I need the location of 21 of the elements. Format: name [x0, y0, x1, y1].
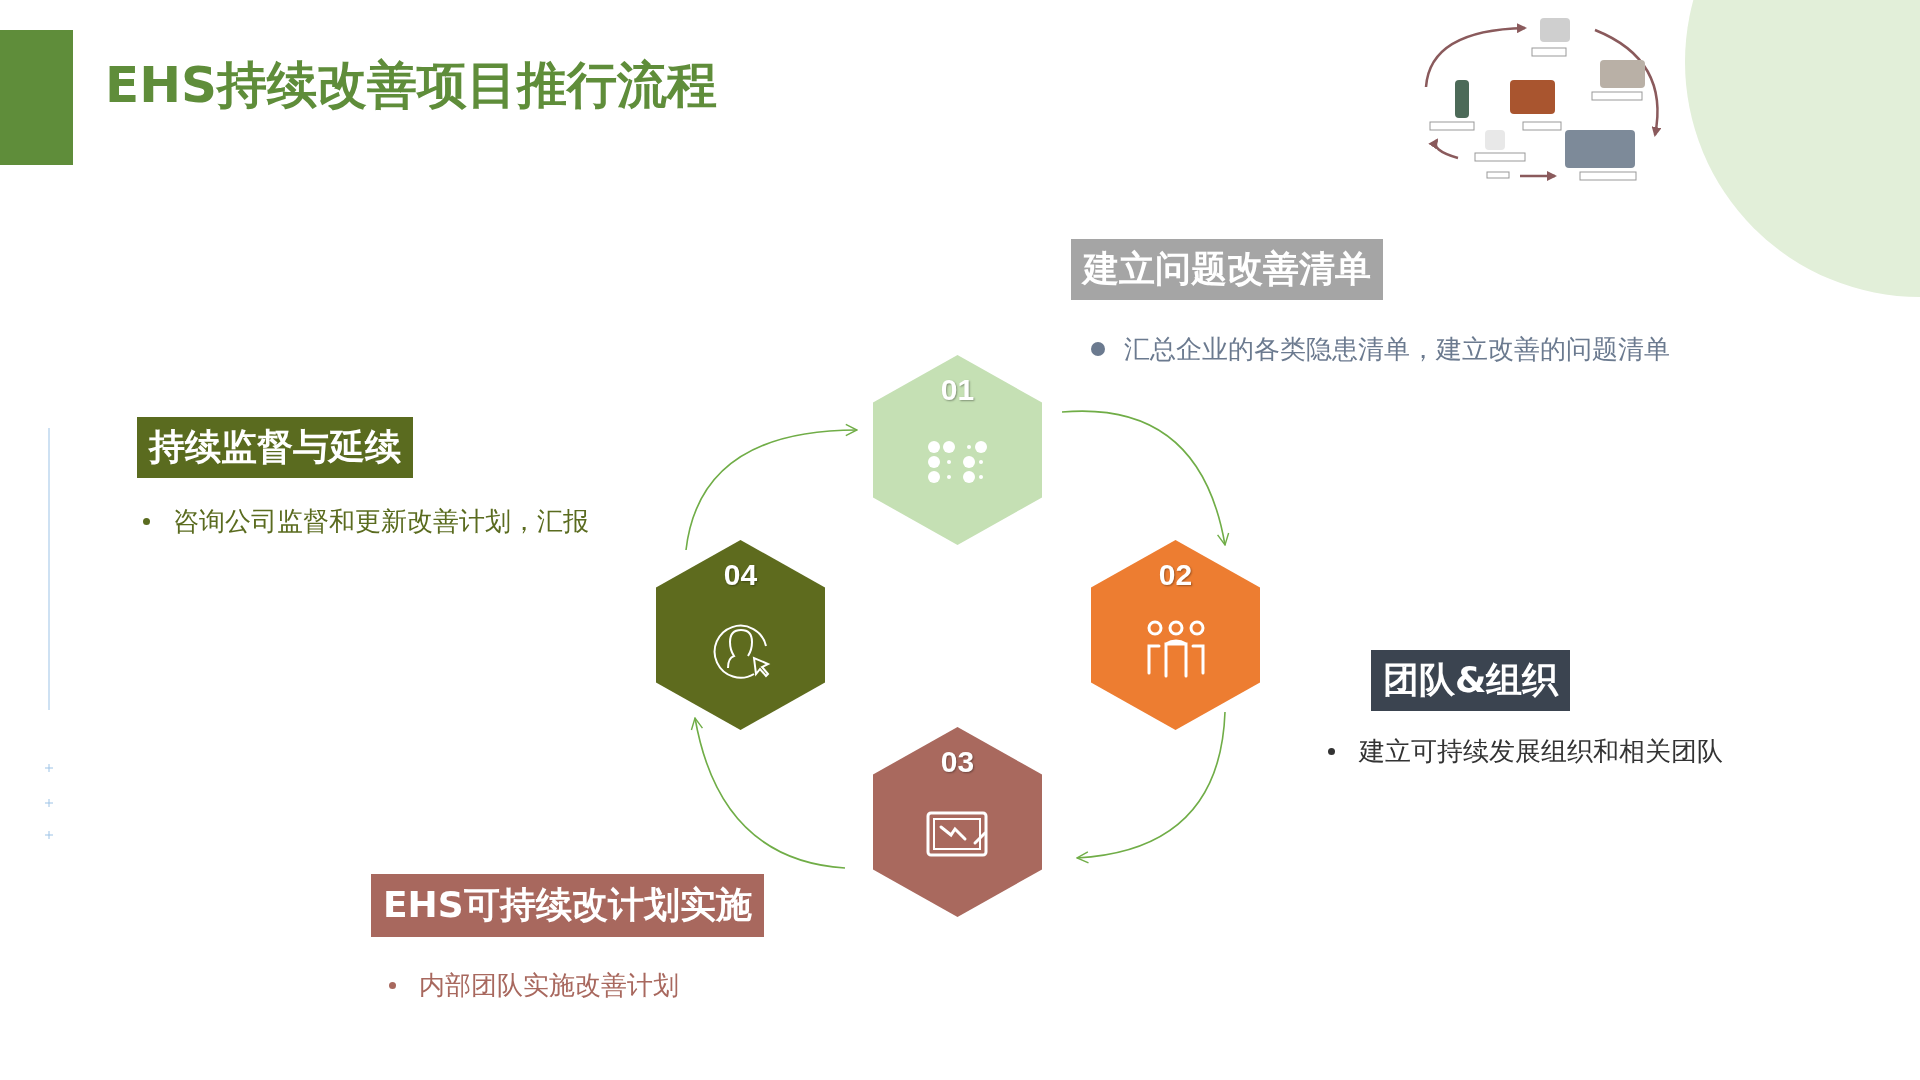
heading-box: 持续监督与延续: [137, 417, 413, 478]
step-number: 03: [939, 745, 976, 779]
bullet-text: 咨询公司监督和更新改善计划，汇报: [173, 505, 589, 538]
hexagon: [1091, 540, 1260, 730]
hexagon: [656, 540, 825, 730]
curved-arrow: [691, 717, 846, 869]
hexagon: [873, 727, 1042, 917]
title: EHS持续改善项目推行流程: [105, 55, 717, 116]
bullet-text: 汇总企业的各类隐患清单，建立改善的问题清单: [1124, 333, 1670, 366]
step-number: 04: [722, 558, 759, 592]
step-number: 02: [1157, 558, 1194, 592]
hexagon: [873, 355, 1042, 545]
heading-box: 团队&组织: [1371, 650, 1571, 711]
curved-arrow: [685, 424, 858, 551]
heading-box: 建立问题改善清单: [1071, 239, 1383, 300]
heading-box: EHS可持续改计划实施: [371, 874, 764, 937]
bullet-text: 内部团队实施改善计划: [419, 969, 679, 1002]
step-number: 01: [939, 373, 976, 407]
bullet-text: 建立可持续发展组织和相关团队: [1359, 735, 1723, 768]
curved-arrow: [1061, 410, 1229, 546]
curved-arrow: [1076, 711, 1226, 864]
